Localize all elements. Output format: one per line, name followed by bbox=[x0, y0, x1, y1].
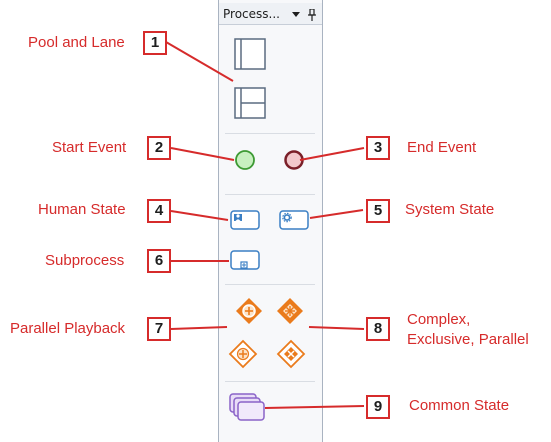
panel-header: Process... bbox=[219, 3, 322, 25]
separator bbox=[225, 194, 315, 195]
callout-number-6: 6 bbox=[147, 249, 171, 273]
label-pool-and-lane: Pool and Lane bbox=[28, 34, 125, 51]
callout-number-2: 2 bbox=[147, 136, 171, 160]
label-line-complex: Complex, bbox=[407, 311, 471, 328]
label-human-state: Human State bbox=[38, 201, 126, 218]
complex-gateway-icon[interactable] bbox=[275, 296, 305, 326]
common-state-icon[interactable] bbox=[229, 393, 267, 423]
separator bbox=[225, 381, 315, 382]
callout-number-7: 7 bbox=[147, 317, 171, 341]
pin-icon[interactable] bbox=[308, 9, 316, 21]
label-start-event: Start Event bbox=[52, 139, 127, 156]
callout-number-1: 1 bbox=[143, 31, 167, 55]
callout-number-4: 4 bbox=[147, 199, 171, 223]
lane-icon[interactable] bbox=[234, 87, 266, 119]
callout-number-3: 3 bbox=[366, 136, 390, 160]
exclusive-gateway-icon[interactable] bbox=[228, 339, 258, 369]
parallel-playback-gateway-icon[interactable] bbox=[234, 296, 264, 326]
parallel-gateway-icon[interactable] bbox=[276, 339, 306, 369]
separator bbox=[225, 284, 315, 285]
system-state-icon[interactable] bbox=[279, 210, 309, 230]
label-line-exclusive-parallel: Exclusive, Parallel bbox=[407, 331, 529, 348]
separator bbox=[225, 133, 315, 134]
pool-icon[interactable] bbox=[234, 38, 266, 70]
label-subprocess: Subprocess bbox=[45, 252, 125, 269]
label-end-event: End Event bbox=[407, 139, 477, 156]
panel-title: Process... bbox=[223, 7, 280, 21]
callout-number-5: 5 bbox=[366, 199, 390, 223]
human-state-icon[interactable] bbox=[230, 210, 260, 230]
start-event-icon[interactable] bbox=[234, 149, 256, 171]
subprocess-icon[interactable] bbox=[230, 250, 260, 270]
label-system-state: System State bbox=[405, 201, 495, 218]
callout-number-8: 8 bbox=[366, 317, 390, 341]
toolbox-panel: Process... bbox=[218, 0, 323, 442]
callout-number-9: 9 bbox=[366, 395, 390, 419]
label-complex-exclusive-parallel: Complex, Exclusive, Parallel bbox=[407, 310, 529, 350]
chevron-down-icon[interactable] bbox=[292, 12, 300, 17]
label-common-state: Common State bbox=[409, 397, 510, 414]
label-parallel-playback: Parallel Playback bbox=[10, 320, 126, 337]
